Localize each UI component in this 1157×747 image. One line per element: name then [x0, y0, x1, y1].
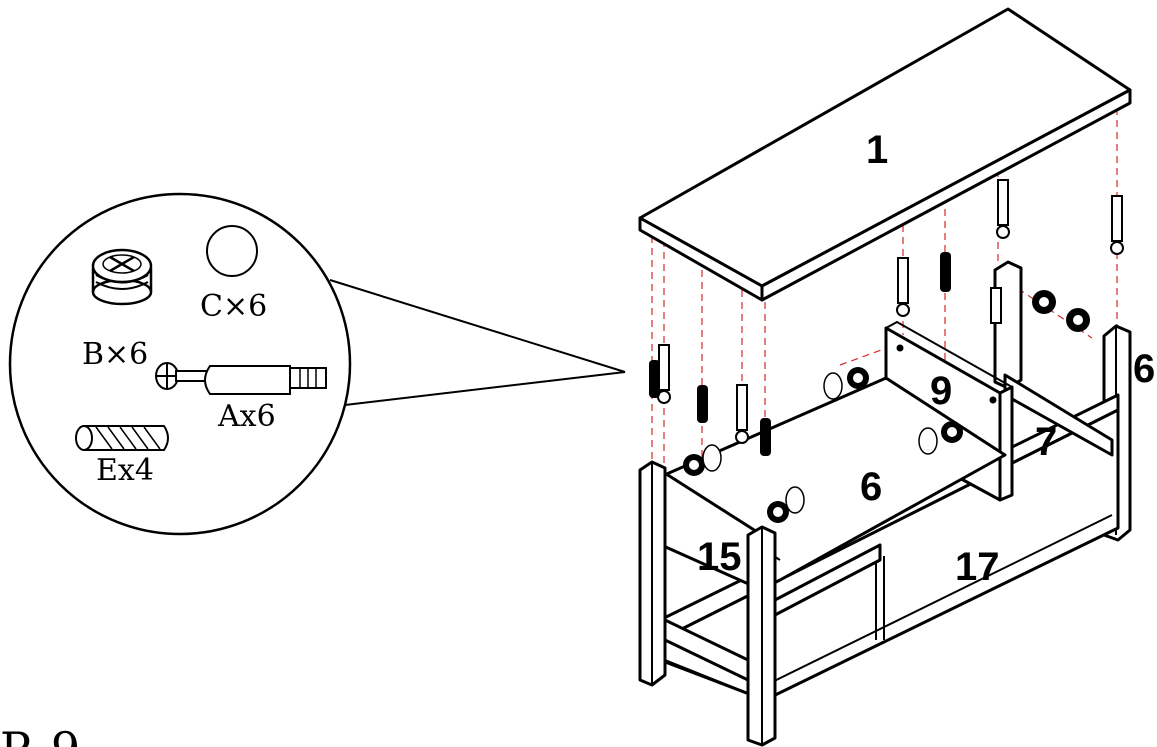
part-label-divider-panel: 9 [930, 369, 952, 413]
cam-locks-placed [683, 290, 1090, 523]
dowel-label: Ex4 [96, 453, 154, 488]
part-label-lower-rail: 17 [955, 545, 1000, 589]
wood-plug-icon [206, 225, 258, 277]
cam-lock-icon [91, 248, 153, 306]
wood-plugs-placed [702, 372, 938, 514]
hardware-callout: B×6 C×6 Ax6 Ex4 [8, 192, 626, 536]
dowel-icon [75, 425, 169, 451]
step-label: P. 9 [0, 722, 80, 747]
wood-plug-label: C×6 [200, 289, 267, 324]
part-label-shelf-panel: 7 [1035, 420, 1057, 464]
cam-lock-label: B×6 [82, 337, 148, 372]
part-label-right-side-panel: 6 [1133, 347, 1155, 391]
cam-bolts-placed [657, 179, 1124, 444]
part-label-front-rail: 15 [697, 535, 742, 579]
top-panel [638, 7, 1132, 302]
dowels-placed [649, 252, 951, 456]
base-carcass [638, 260, 1132, 747]
cam-bolt-icon [155, 362, 327, 395]
cam-bolt-label: Ax6 [217, 399, 276, 434]
part-label-top-panel: 1 [866, 128, 888, 172]
part-label-inner-side-panel: 6 [860, 465, 882, 509]
